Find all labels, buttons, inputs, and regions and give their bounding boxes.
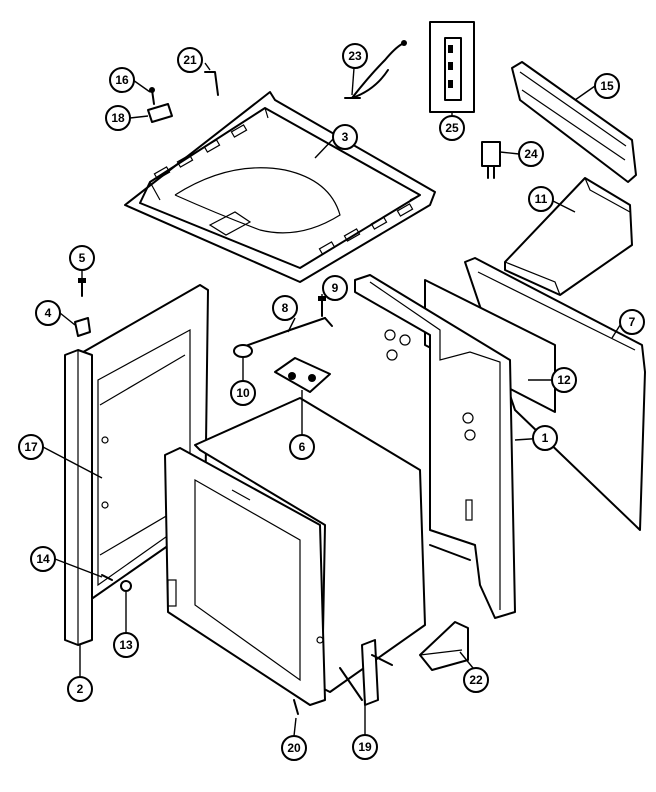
callout-11: 11 [528, 186, 554, 212]
part-wire [344, 40, 407, 99]
callout-13: 13 [113, 632, 139, 658]
callout-label: 17 [24, 440, 38, 454]
callout-17: 17 [18, 434, 44, 460]
part-vent-duct [504, 177, 633, 296]
callout-label: 13 [119, 638, 133, 652]
callout-label: 6 [299, 440, 306, 454]
callout-15: 15 [594, 73, 620, 99]
callout-18: 18 [105, 105, 131, 131]
callout-label: 25 [445, 121, 459, 135]
callout-6: 6 [289, 434, 315, 460]
callout-label: 23 [348, 49, 362, 63]
callout-label: 16 [115, 73, 129, 87]
callout-label: 5 [79, 251, 86, 265]
callout-14: 14 [30, 546, 56, 572]
leader-lines [42, 62, 623, 737]
callout-label: 12 [557, 373, 571, 387]
part-side-panel [354, 274, 516, 619]
callout-22: 22 [463, 667, 489, 693]
part-latch [274, 357, 331, 393]
callout-8: 8 [272, 295, 298, 321]
callout-2: 2 [67, 676, 93, 702]
part-top-tray [124, 91, 436, 283]
callout-label: 2 [77, 682, 84, 696]
callout-19: 19 [352, 734, 378, 760]
callout-24: 24 [518, 141, 544, 167]
part-link-rod [239, 317, 333, 349]
callout-5: 5 [69, 245, 95, 271]
part-clip [74, 317, 91, 337]
callout-16: 16 [109, 67, 135, 93]
callout-label: 1 [542, 431, 549, 445]
part-connector [481, 141, 501, 179]
callout-10: 10 [230, 380, 256, 406]
part-vent-cover [511, 61, 637, 183]
callout-label: 9 [332, 281, 339, 295]
part-front-strip [64, 349, 93, 646]
callout-9: 9 [322, 275, 348, 301]
callout-label: 14 [36, 552, 50, 566]
callout-label: 22 [469, 673, 483, 687]
part-clip-21 [204, 71, 219, 96]
callout-label: 20 [287, 741, 301, 755]
callout-25: 25 [439, 115, 465, 141]
part-screw-16 [149, 87, 155, 105]
callout-label: 11 [535, 192, 548, 206]
callout-12: 12 [551, 367, 577, 393]
callout-4: 4 [35, 300, 61, 326]
part-switch-module [429, 21, 475, 113]
part-hinge [339, 639, 393, 706]
part-screw-14 [101, 574, 113, 581]
part-nut [120, 580, 132, 592]
callout-label: 19 [358, 740, 372, 754]
part-screw-5 [78, 278, 86, 297]
part-screw-9 [318, 296, 326, 317]
callout-label: 15 [600, 79, 614, 93]
part-screw-20 [293, 699, 299, 715]
callout-label: 24 [524, 147, 538, 161]
part-hinge-bracket [419, 621, 469, 671]
callout-label: 7 [629, 315, 636, 329]
callout-1: 1 [532, 425, 558, 451]
callout-label: 18 [111, 111, 125, 125]
callout-label: 10 [236, 386, 250, 400]
callout-23: 23 [342, 43, 368, 69]
callout-20: 20 [281, 735, 307, 761]
callout-21: 21 [177, 47, 203, 73]
callout-label: 8 [282, 301, 289, 315]
callout-label: 4 [45, 306, 52, 320]
callout-label: 21 [183, 53, 197, 67]
part-bracket-18 [147, 103, 173, 123]
callout-label: 3 [342, 130, 349, 144]
part-knob [233, 344, 253, 358]
callout-3: 3 [332, 124, 358, 150]
part-oven-cavity [164, 397, 426, 706]
callout-7: 7 [619, 309, 645, 335]
